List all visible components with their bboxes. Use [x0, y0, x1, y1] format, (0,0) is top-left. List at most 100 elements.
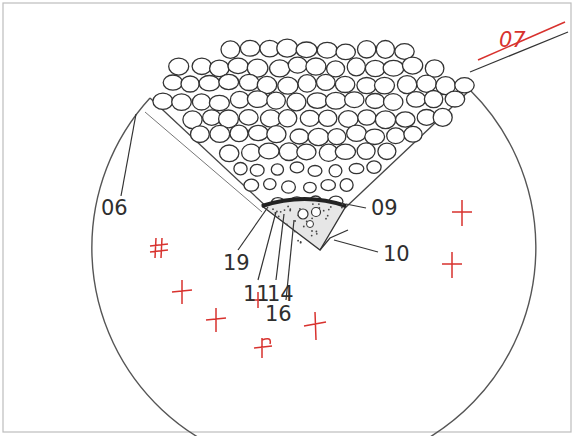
- cell: [424, 91, 442, 108]
- leader-line: [121, 114, 136, 196]
- endodermis-band: [262, 199, 346, 206]
- stipple-dot: [311, 230, 313, 232]
- cell: [397, 76, 416, 94]
- cell: [347, 125, 367, 141]
- cell: [335, 76, 354, 92]
- grading-cross: [172, 280, 192, 304]
- callout-number: 16: [264, 304, 293, 325]
- cell: [329, 165, 342, 177]
- cell: [308, 128, 329, 145]
- cell: [191, 126, 210, 143]
- cell: [306, 58, 326, 75]
- cell: [221, 41, 240, 58]
- xylem-vessel: [307, 221, 314, 228]
- cell: [321, 180, 335, 191]
- stipple-dot: [280, 211, 282, 213]
- callout-number: 06: [100, 198, 129, 219]
- leader-line: [346, 204, 366, 208]
- cell: [230, 125, 248, 141]
- stipple-dot: [287, 206, 289, 208]
- cell: [347, 58, 365, 76]
- cell: [326, 92, 347, 109]
- cell: [455, 78, 474, 93]
- frame: [3, 3, 571, 432]
- cell: [228, 58, 248, 73]
- stipple-dot: [327, 215, 329, 217]
- cell: [298, 75, 316, 93]
- cell: [317, 42, 337, 58]
- stipple-dot: [325, 218, 327, 220]
- cell: [248, 125, 268, 140]
- cell: [396, 112, 415, 127]
- stipple-dot: [289, 210, 291, 212]
- parenchyma-cells: [153, 39, 474, 208]
- wedge-side: [345, 90, 470, 208]
- callout-number: 09: [370, 198, 399, 219]
- stipple-dot: [323, 210, 325, 212]
- xylem-vessel: [298, 209, 308, 219]
- stipple-dot: [284, 209, 286, 211]
- cell: [279, 143, 298, 161]
- cell: [357, 78, 377, 94]
- stipple-dot: [300, 241, 302, 243]
- cell: [290, 162, 304, 173]
- cell: [278, 77, 298, 94]
- cell: [345, 92, 364, 108]
- cell: [328, 129, 346, 145]
- cell: [230, 91, 249, 108]
- cell: [335, 144, 355, 159]
- grading-stroke: [478, 22, 565, 60]
- cell: [209, 95, 229, 110]
- stipple-dot: [278, 216, 280, 218]
- cell: [297, 144, 316, 160]
- grading-cross: [452, 200, 472, 226]
- cell: [307, 93, 327, 109]
- cell: [288, 57, 307, 73]
- cell: [407, 92, 426, 108]
- cell: [282, 181, 296, 193]
- callout-number: 10: [382, 244, 411, 265]
- cell: [375, 111, 395, 129]
- cell: [300, 110, 319, 126]
- cell: [169, 58, 189, 75]
- cell: [264, 179, 276, 190]
- section-outline: [92, 90, 536, 436]
- cell: [270, 60, 290, 77]
- stipple-dot: [342, 203, 344, 205]
- stipple-dot: [316, 233, 318, 235]
- cell: [378, 143, 396, 159]
- cell: [278, 110, 296, 127]
- cell: [417, 75, 436, 92]
- cell: [367, 161, 381, 174]
- stipple-dot: [316, 231, 318, 233]
- cell: [375, 77, 395, 93]
- cell: [250, 164, 264, 176]
- stipple-dot: [303, 226, 305, 228]
- cell: [403, 57, 423, 74]
- stipple-dot: [312, 203, 314, 205]
- wedge-side: [145, 112, 262, 212]
- cell: [365, 129, 385, 144]
- cell: [163, 75, 182, 90]
- cell: [317, 74, 336, 90]
- cell: [219, 74, 239, 89]
- stipple-dot: [294, 231, 296, 233]
- stipple-dot: [311, 217, 313, 219]
- cell: [199, 76, 219, 91]
- cell: [340, 179, 353, 192]
- cell: [242, 144, 261, 161]
- stipple-dot: [341, 207, 343, 209]
- cell: [404, 126, 422, 142]
- stipple-dot: [300, 242, 302, 244]
- grading-cross: [442, 252, 462, 278]
- grading-cross: [206, 308, 226, 332]
- stipple-dot: [286, 223, 288, 225]
- cell: [336, 44, 355, 60]
- callout-number: 14: [266, 284, 295, 305]
- wedge-side: [150, 98, 270, 210]
- cell: [271, 164, 283, 175]
- cell: [234, 163, 247, 175]
- cell: [239, 74, 258, 90]
- cell: [181, 76, 199, 92]
